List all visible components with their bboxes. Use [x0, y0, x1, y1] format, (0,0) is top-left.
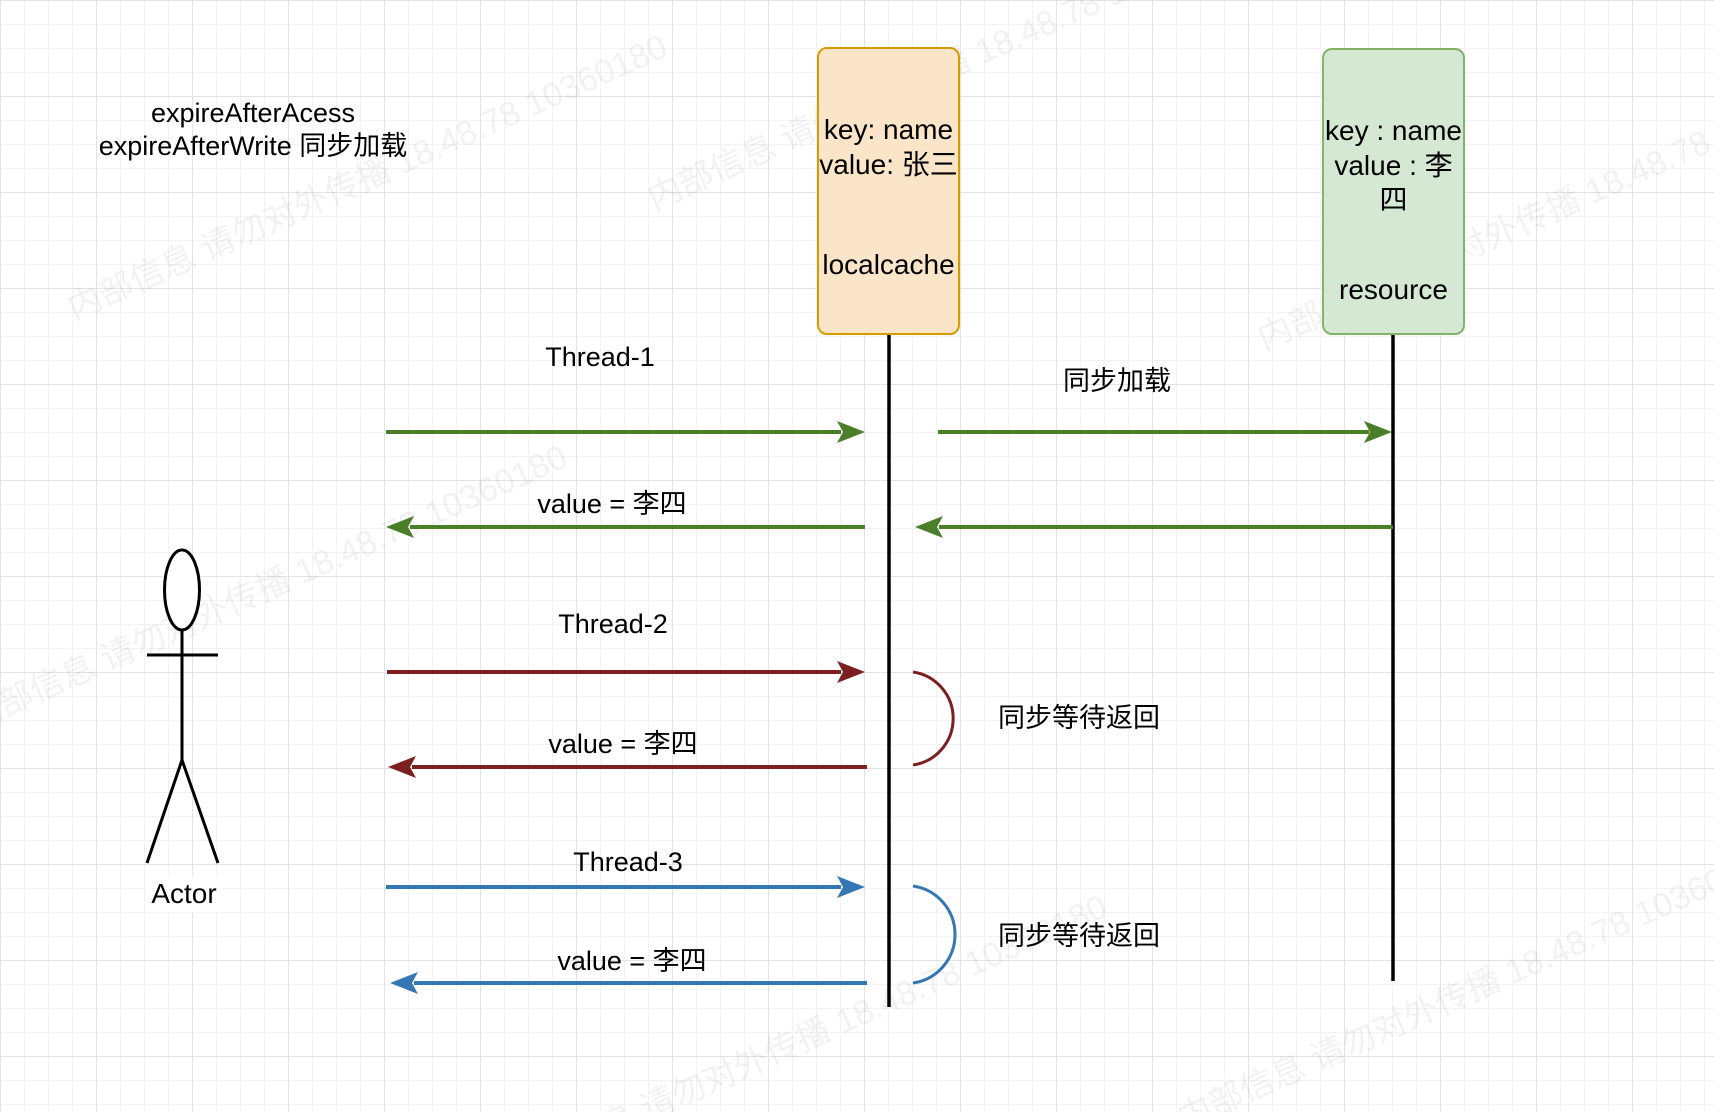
thread1-return-arrow[interactable] — [386, 516, 865, 538]
thread3-return-label: value = 李四 — [557, 945, 707, 976]
thread2-wait-arc[interactable] — [912, 670, 955, 767]
thread3-wait-arc[interactable] — [912, 884, 957, 985]
actor-icon[interactable] — [145, 548, 220, 864]
resource-value-line: value : 李四 — [1334, 150, 1453, 215]
localcache-value-line: value: 张三 — [819, 149, 958, 180]
thread2-wait-label: 同步等待返回 — [998, 702, 1160, 733]
resource-key-line: key : name — [1325, 115, 1462, 146]
diagram-title: expireAfterAcess expireAfterWrite 同步加载 — [99, 97, 408, 163]
localcache-key-line: key: name — [823, 114, 954, 145]
thread1-return-label: value = 李四 — [537, 488, 687, 519]
thread1-label: Thread-1 — [545, 341, 655, 372]
thread1-arrow[interactable] — [386, 421, 865, 443]
thread2-return-label: value = 李四 — [548, 728, 698, 759]
sync-load-arrow[interactable] — [938, 421, 1392, 443]
resource-name: resource — [1339, 274, 1448, 305]
resource-node[interactable]: key : name value : 李四 resource — [1322, 48, 1465, 335]
localcache-name: localcache — [822, 249, 955, 280]
thread3-wait-label: 同步等待返回 — [998, 920, 1160, 951]
thread2-label: Thread-2 — [558, 608, 668, 639]
thread2-return-arrow[interactable] — [388, 756, 867, 778]
actor-label: Actor — [146, 876, 222, 912]
diagram-title-line2: expireAfterWrite 同步加载 — [98, 131, 408, 161]
thread3-label: Thread-3 — [573, 846, 683, 877]
thread2-arrow[interactable] — [387, 661, 865, 683]
localcache-node[interactable]: key: name value: 张三 localcache — [817, 47, 960, 335]
thread3-return-arrow[interactable] — [390, 972, 867, 994]
sync-load-return-arrow[interactable] — [915, 516, 1393, 538]
diagram-title-line1: expireAfterAcess — [150, 98, 356, 128]
thread3-arrow[interactable] — [386, 876, 865, 898]
sync-load-label: 同步加载 — [1063, 365, 1171, 396]
